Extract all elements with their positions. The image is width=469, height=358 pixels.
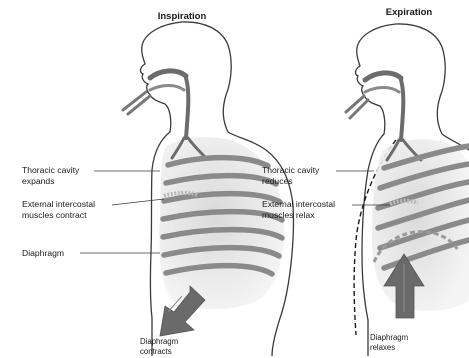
expiration-panel: Expiration — [262, 7, 469, 356]
muscle-label-line1: External intercostal — [22, 199, 95, 209]
diaphragm-caption-line2: contracts — [140, 347, 172, 356]
inspiration-cavity-label: Thoracic cavity expands — [22, 165, 160, 186]
diaphragm-caption-line2: relaxes — [370, 343, 395, 352]
muscle-label-line2: muscles contract — [22, 210, 87, 220]
expiration-title: Expiration — [386, 7, 433, 18]
diaphragm-caption-line1: Diaphragm — [370, 333, 408, 342]
expiration-diaphragm-caption: Diaphragm relaxes — [370, 333, 408, 352]
diaphragm-caption-line1: Diaphragm — [140, 337, 178, 346]
diaphragm-label: Diaphragm — [22, 248, 64, 258]
muscle-label-line2: muscles relax — [262, 210, 315, 220]
muscle-label-line1: External intercostal — [262, 199, 335, 209]
expiration-cavity-label: Thoracic cavity reduces — [262, 165, 374, 186]
inspiration-diaphragm-label: Diaphragm — [22, 248, 160, 258]
cavity-label-line2: expands — [22, 176, 55, 186]
cavity-label-line2: reduces — [262, 176, 293, 186]
cavity-label-line1: Thoracic cavity — [22, 165, 80, 175]
cavity-label-line1: Thoracic cavity — [262, 165, 320, 175]
inspiration-title: Inspiration — [158, 11, 207, 22]
inspiration-muscle-label: External intercostal muscles contract — [22, 199, 164, 220]
inspiration-panel: Inspiration — [22, 11, 293, 356]
